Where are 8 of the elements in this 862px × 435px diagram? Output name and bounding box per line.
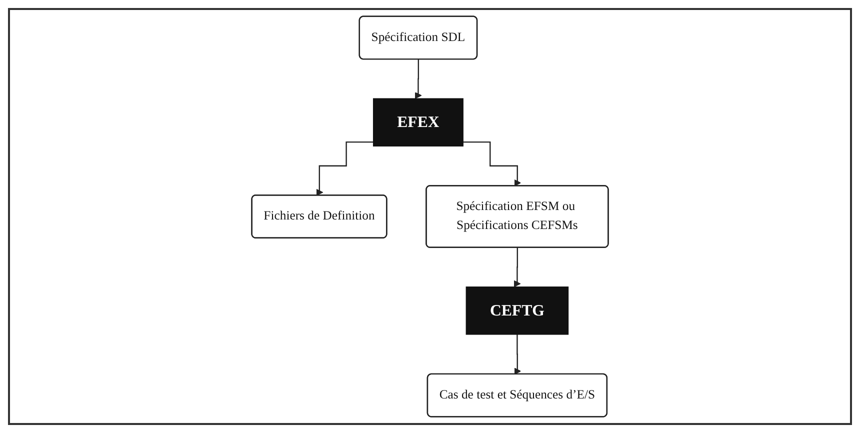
arrow bbox=[463, 141, 521, 186]
diagram-frame: Spécification SDL EFEX Fichiers de Definition Spécification EFSM ou Spécifications CEFSMs CEFTG Cas de test et Séquences d’E/S bbox=[8, 8, 852, 425]
node-box bbox=[372, 98, 464, 146]
arrow bbox=[316, 141, 374, 196]
node-box bbox=[466, 286, 569, 335]
arrow bbox=[414, 58, 422, 99]
arrow bbox=[514, 334, 521, 375]
arrow bbox=[514, 247, 521, 288]
